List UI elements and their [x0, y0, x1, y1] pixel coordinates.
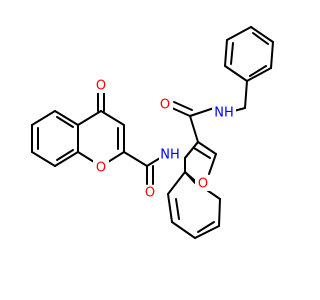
chromone-benzo-ring [31, 110, 79, 167]
left-amide-oxygen-label: O [145, 186, 155, 201]
furan-oxygen-label: O [198, 177, 208, 192]
phenyl-ring [224, 26, 274, 109]
chromone-pyranone-ring [77, 92, 125, 163]
right-amide-nitrogen-label: NH [214, 106, 234, 121]
benzofuran-furan-ring [184, 141, 217, 184]
chromone-ring-oxygen-label: O [96, 161, 106, 176]
ketone-oxygen-label: O [96, 79, 106, 94]
chromone-amide-linker [123, 151, 161, 185]
phenyl-amide-linker [171, 101, 246, 143]
molecule-canvas: O O O NH O O NH [31, 26, 274, 239]
benzofuran-benzo-ring [167, 171, 221, 239]
right-amide-oxygen-label: O [160, 98, 170, 113]
left-amide-nitrogen-label: NH [160, 148, 180, 163]
atom-labels: O O O NH O O NH [93, 77, 236, 201]
molecule-structure: O O O NH O O NH [31, 26, 274, 239]
